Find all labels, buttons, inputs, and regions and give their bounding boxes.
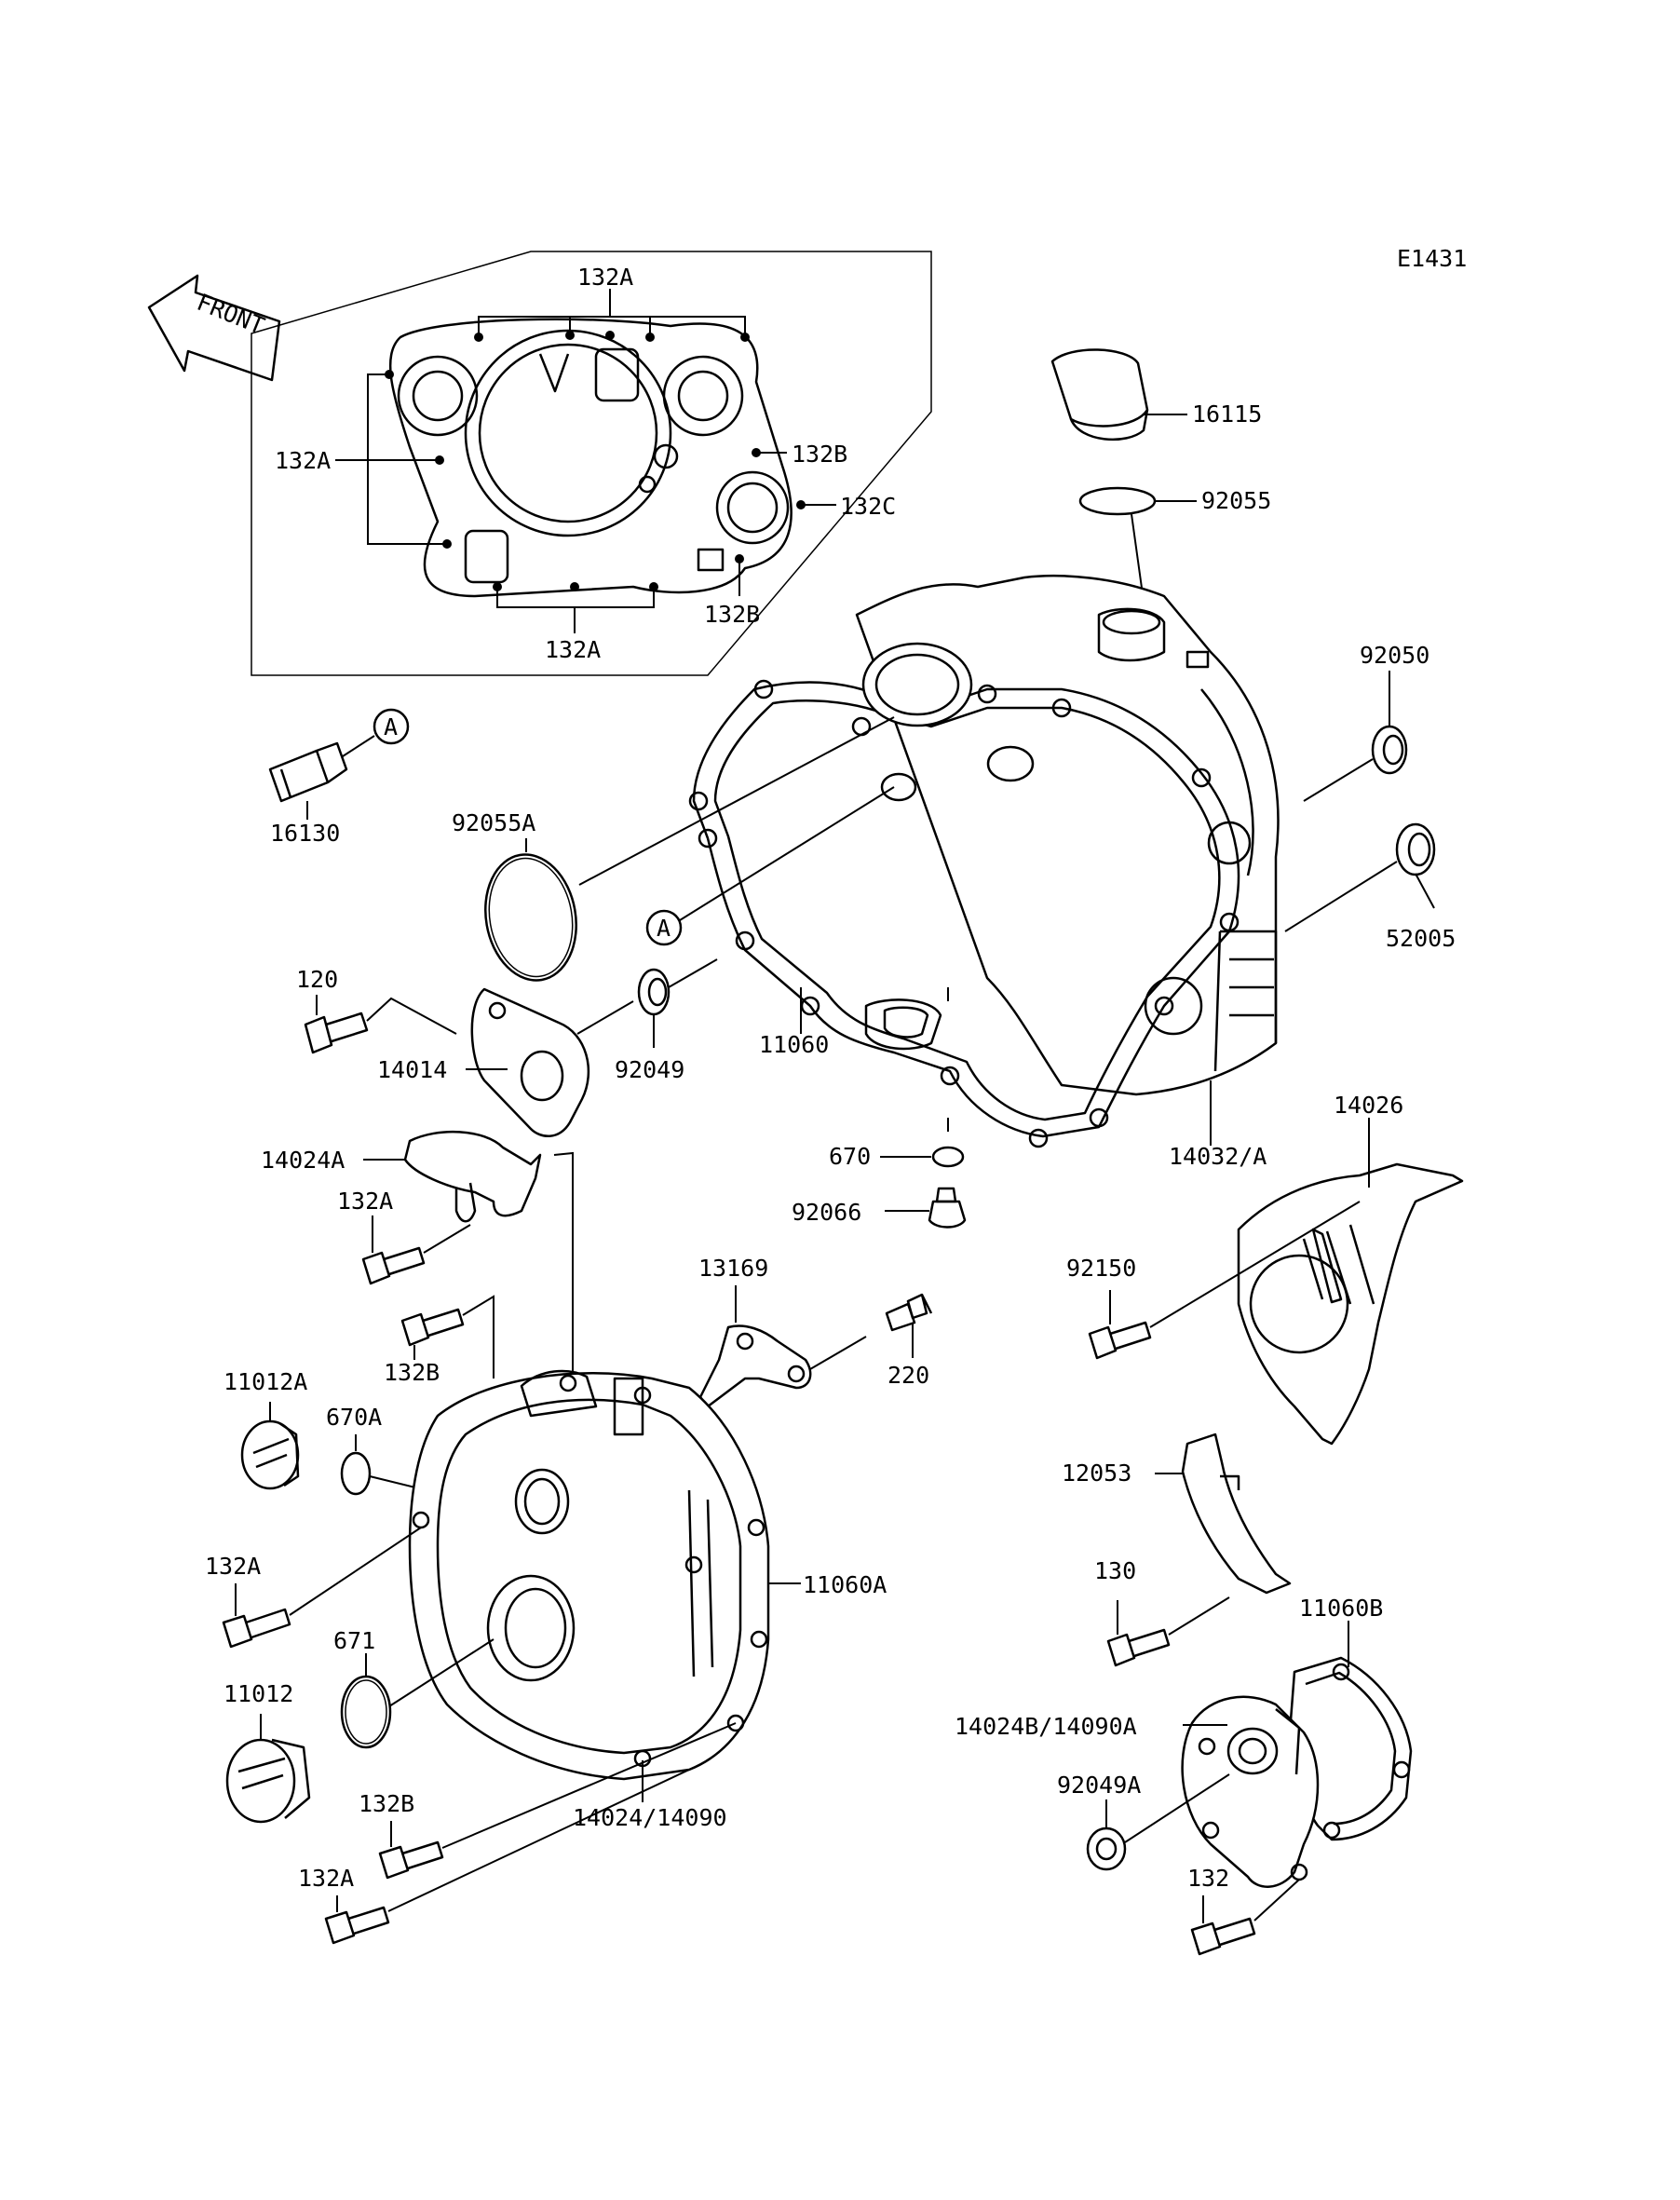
bolt-132B-bottom-icon [378,1840,444,1880]
sprocket-cover-14026-icon [1237,1162,1464,1446]
label-92055: 92055 [1201,487,1271,514]
label-11012A: 11012A [224,1368,307,1395]
label-132B-bottom: 132B [359,1790,414,1817]
o-ring-670-icon [931,1146,965,1168]
label-132A-left: 132A [275,447,331,474]
inset-crankcase-view [251,251,932,676]
plug-11012-icon [225,1738,311,1824]
ref-circle-a-top [373,708,410,745]
o-ring-670A-icon [340,1451,372,1496]
label-132B-inset-right: 132B [792,441,847,468]
label-14032A: 14032/A [1169,1143,1267,1170]
bolt-92150-icon [1088,1321,1152,1360]
label-52005: 52005 [1386,925,1456,952]
gasket-11060-icon [688,679,1240,1148]
label-12053: 12053 [1062,1460,1131,1487]
bolt-132A-mid-icon [361,1246,426,1285]
drain-plug-92066-icon [928,1187,967,1229]
front-arrow-icon: FRONT [147,274,281,382]
guard-12053-icon [1181,1433,1292,1595]
oil-seal-92049-icon [637,968,671,1016]
label-13169: 13169 [698,1255,768,1282]
oil-seal-52005-icon [1395,822,1436,876]
label-120: 120 [296,966,338,993]
plug-11012A-icon [240,1419,300,1490]
label-92066: 92066 [792,1199,861,1226]
label-14026: 14026 [1334,1092,1403,1119]
label-11012: 11012 [224,1680,293,1707]
bolt-132A-lower-icon [222,1608,291,1649]
label-670A: 670A [326,1404,382,1431]
label-92049A: 92049A [1057,1772,1141,1799]
label-132B-inset-bottom: 132B [704,601,760,628]
label-92050: 92050 [1360,642,1429,669]
label-132A-bottom: 132A [298,1865,354,1892]
ref-a-top: A [384,713,398,740]
oil-seal-92049A-icon [1086,1827,1127,1871]
label-132: 132 [1187,1865,1229,1892]
plate-14014-icon [470,987,590,1137]
bolt-130-icon [1106,1628,1171,1667]
label-11060A: 11060A [803,1571,887,1598]
label-92055A: 92055A [452,809,535,836]
bolt-220-icon [885,1293,933,1332]
label-14024: 14024/14090 [573,1804,727,1831]
label-92150: 92150 [1066,1255,1136,1282]
label-11060B: 11060B [1299,1595,1383,1622]
bracket-13169-icon [698,1324,812,1408]
label-130: 130 [1094,1557,1136,1584]
engine-cover-11060A-icon [408,1369,770,1781]
label-132A-mid: 132A [337,1188,393,1215]
label-132B-mid: 132B [384,1359,440,1386]
label-132A-inset-bottom: 132A [545,636,601,663]
bolt-120-icon [304,1012,369,1054]
bolt-132-icon [1190,1917,1256,1956]
cover-14024B-icon [1181,1695,1320,1888]
label-16130: 16130 [270,820,340,847]
label-132C: 132C [840,493,896,520]
oil-filler-cap-icon [1050,348,1187,441]
label-14024B: 14024B/14090A [955,1713,1137,1740]
bolt-132B-mid-icon [400,1308,465,1347]
o-ring-671-icon [340,1675,392,1749]
ref-a-mid: A [657,915,671,942]
label-671: 671 [333,1627,375,1654]
label-220: 220 [887,1362,929,1389]
label-16115: 16115 [1192,401,1262,428]
label-14014: 14014 [377,1056,447,1083]
label-132A-lower: 132A [205,1553,261,1580]
fitting-16130-icon [268,741,348,803]
label-92049: 92049 [615,1056,684,1083]
diagram-code: E1431 [1397,245,1467,272]
label-11060: 11060 [759,1031,829,1058]
ref-circle-a-mid [645,909,683,946]
o-ring-92055A-icon [484,853,577,982]
label-14024A: 14024A [261,1147,345,1174]
label-670: 670 [829,1143,871,1170]
bolt-132A-bottom-icon [324,1906,390,1945]
o-ring-92055-icon [1078,486,1157,516]
oil-seal-92050-icon [1371,725,1408,775]
label-132A-top: 132A [577,264,633,291]
case-seal-boss-icon [861,642,1035,802]
guard-14024A-icon [403,1130,542,1223]
